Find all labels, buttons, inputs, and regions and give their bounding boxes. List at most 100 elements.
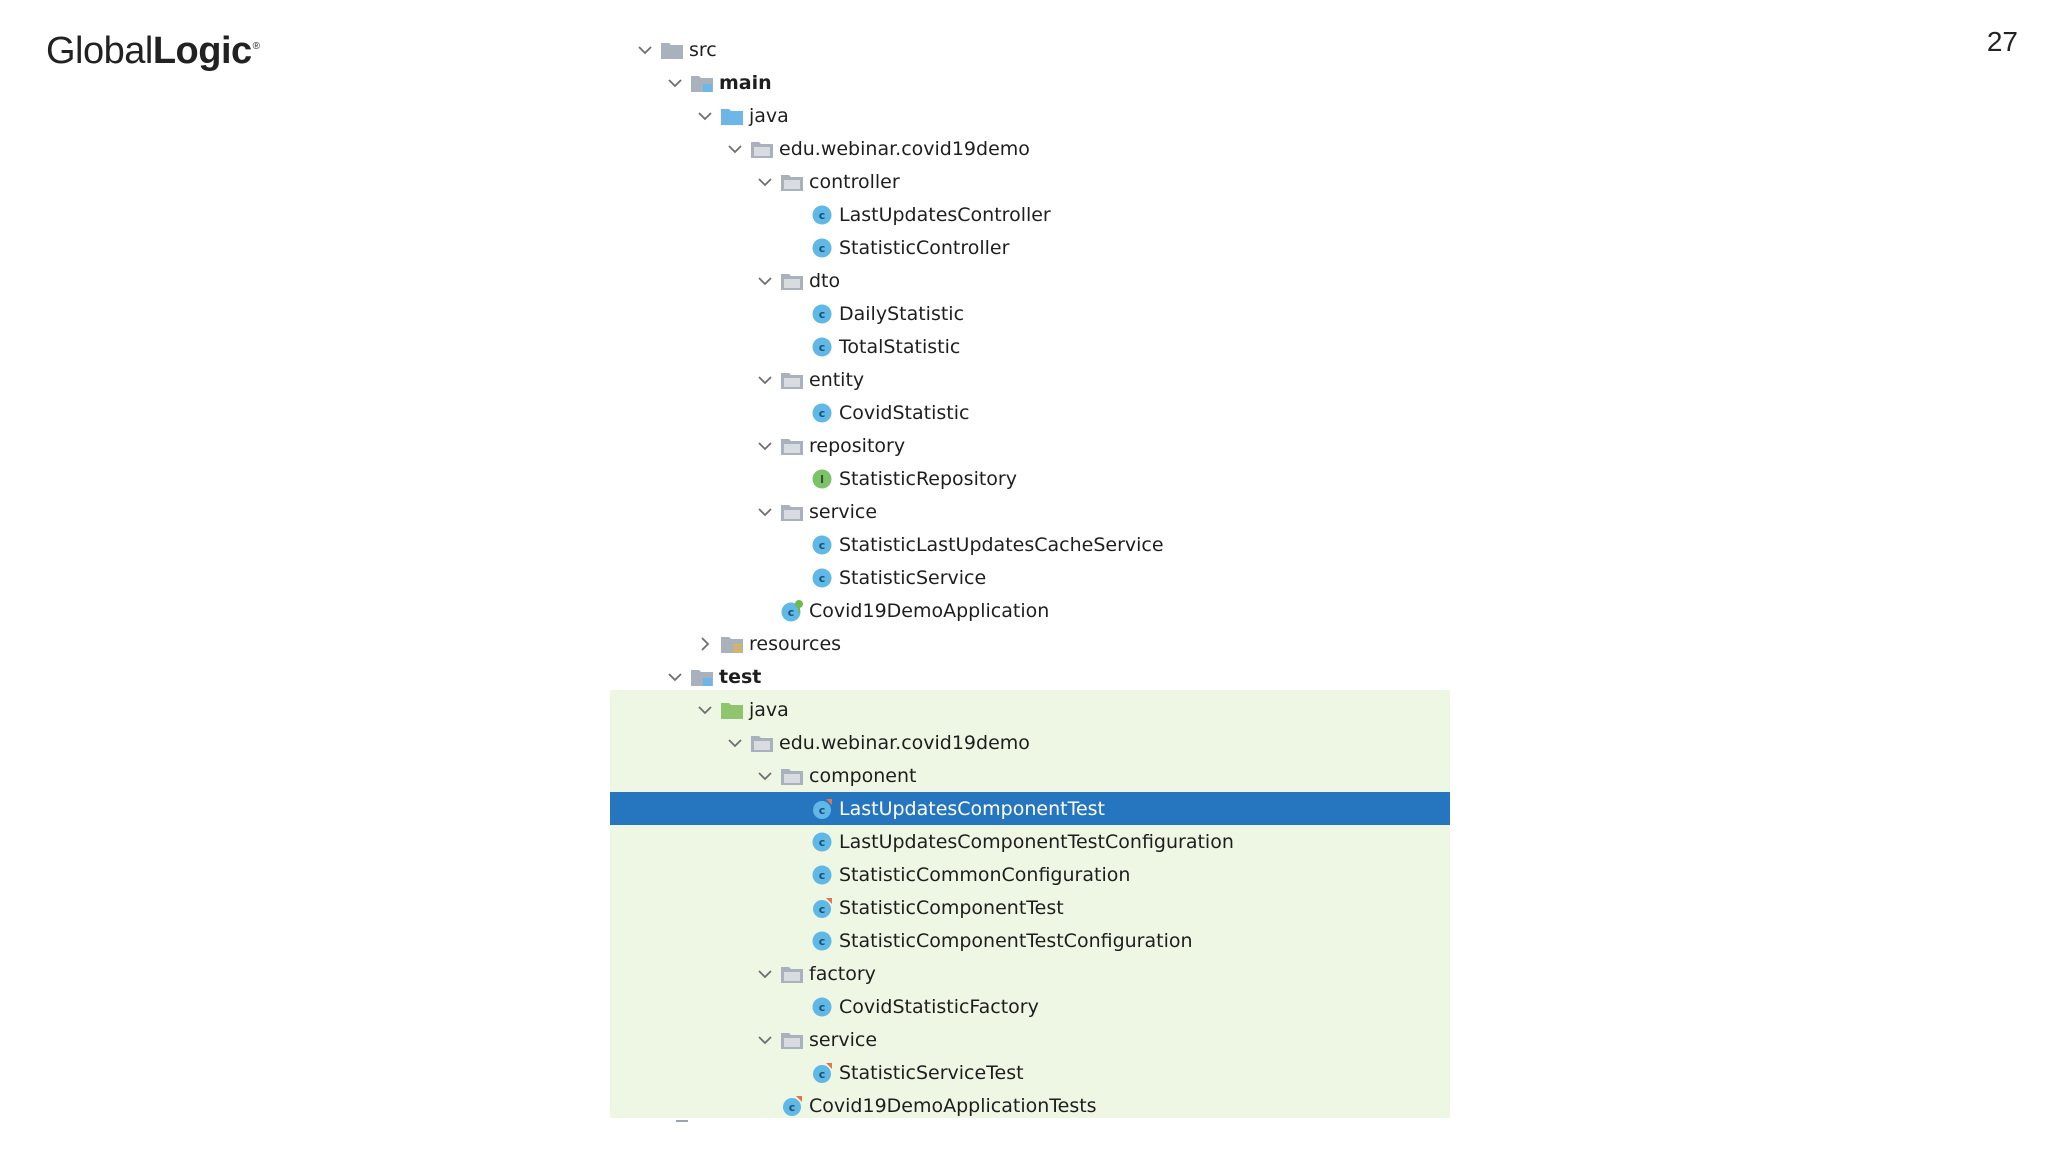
test-sources-highlight: [610, 690, 1450, 1118]
tree-node-label: StatisticLastUpdatesCacheService: [839, 533, 1164, 556]
tree-node-label: factory: [809, 962, 876, 985]
chevron-down-icon[interactable]: [750, 962, 780, 986]
tree-node-service[interactable]: service: [610, 495, 1450, 528]
svg-text:c: c: [819, 407, 826, 420]
tree-node-src[interactable]: src: [610, 33, 1450, 66]
tree-node-label: LastUpdatesComponentTestConfiguration: [839, 830, 1234, 853]
tree-node-edu-webinar-covid19demo[interactable]: edu.webinar.covid19demo: [610, 726, 1450, 759]
tree-node-label: java: [749, 104, 789, 127]
source-root-folder-icon: [690, 665, 714, 689]
package-icon: [780, 170, 804, 194]
tree-node-component[interactable]: component: [610, 759, 1450, 792]
test-folder-icon: [720, 698, 744, 722]
tree-node-label: repository: [809, 434, 906, 457]
chevron-down-icon[interactable]: [630, 38, 660, 62]
test-class-icon: c: [810, 1061, 834, 1085]
chevron-down-icon[interactable]: [660, 665, 690, 689]
svg-text:c: c: [788, 606, 795, 619]
tree-node-resources[interactable]: resources: [610, 627, 1450, 660]
tree-node-main[interactable]: main: [610, 66, 1450, 99]
class-icon: c: [810, 302, 834, 326]
svg-text:c: c: [819, 935, 826, 948]
test-class-icon: c: [810, 797, 834, 821]
svg-text:c: c: [819, 1068, 826, 1081]
spring-boot-class-icon: c: [780, 599, 804, 623]
chevron-down-icon[interactable]: [720, 137, 750, 161]
chevron-down-icon[interactable]: [690, 104, 720, 128]
chevron-down-icon[interactable]: [750, 500, 780, 524]
chevron-down-icon[interactable]: [750, 434, 780, 458]
chevron-down-icon[interactable]: [750, 269, 780, 293]
tree-node-label: edu.webinar.covid19demo: [779, 731, 1030, 754]
chevron-down-icon[interactable]: [720, 731, 750, 755]
tree-node-label: Covid19DemoApplicationTests: [809, 1094, 1097, 1117]
tree-node-entity[interactable]: entity: [610, 363, 1450, 396]
tree-node-factory[interactable]: factory: [610, 957, 1450, 990]
chevron-down-icon[interactable]: [660, 71, 690, 95]
tree-node-dto[interactable]: dto: [610, 264, 1450, 297]
chevron-down-icon[interactable]: [750, 764, 780, 788]
tree-node-label: component: [809, 764, 917, 787]
tree-scroll-remnant: [676, 1120, 688, 1122]
chevron-down-icon[interactable]: [750, 1028, 780, 1052]
resources-folder-icon: [720, 632, 744, 656]
tree-node-covid19demoapplication[interactable]: c Covid19DemoApplication: [610, 594, 1450, 627]
tree-node-statisticcommonconfiguration[interactable]: c StatisticCommonConfiguration: [610, 858, 1450, 891]
svg-text:c: c: [819, 1001, 826, 1014]
svg-text:c: c: [789, 1101, 796, 1114]
tree-node-edu-webinar-covid19demo[interactable]: edu.webinar.covid19demo: [610, 132, 1450, 165]
svg-text:c: c: [819, 572, 826, 585]
chevron-right-icon[interactable]: [690, 632, 720, 656]
logo-registered-mark: ®: [252, 41, 260, 53]
tree-node-service[interactable]: service: [610, 1023, 1450, 1056]
chevron-down-icon[interactable]: [750, 368, 780, 392]
tree-node-label: LastUpdatesController: [839, 203, 1051, 226]
tree-node-label: Covid19DemoApplication: [809, 599, 1050, 622]
tree-node-label: LastUpdatesComponentTest: [839, 797, 1106, 820]
class-icon: c: [810, 830, 834, 854]
tree-node-statisticlastupdatescacheservice[interactable]: c StatisticLastUpdatesCacheService: [610, 528, 1450, 561]
test-class-icon: c: [780, 1094, 804, 1118]
package-icon: [780, 500, 804, 524]
tree-node-label: StatisticCommonConfiguration: [839, 863, 1131, 886]
tree-node-covid19demoapplicationtests[interactable]: c Covid19DemoApplicationTests: [610, 1089, 1450, 1122]
svg-text:c: c: [819, 869, 826, 882]
logo-text-bold: Logic: [152, 30, 252, 72]
tree-node-controller[interactable]: controller: [610, 165, 1450, 198]
tree-node-java[interactable]: java: [610, 99, 1450, 132]
tree-node-label: resources: [749, 632, 842, 655]
package-icon: [780, 269, 804, 293]
tree-node-label: entity: [809, 368, 865, 391]
tree-node-test[interactable]: test: [610, 660, 1450, 693]
tree-node-label: dto: [809, 269, 841, 292]
package-icon: [780, 1028, 804, 1052]
chevron-down-icon[interactable]: [750, 170, 780, 194]
tree-node-statisticcomponenttestconfiguration[interactable]: c StatisticComponentTestConfiguration: [610, 924, 1450, 957]
tree-node-label: StatisticComponentTestConfiguration: [839, 929, 1193, 952]
tree-node-label: service: [809, 1028, 878, 1051]
source-root-folder-icon: [690, 71, 714, 95]
chevron-down-icon[interactable]: [690, 698, 720, 722]
tree-node-label: StatisticServiceTest: [839, 1061, 1024, 1084]
package-icon: [780, 962, 804, 986]
tree-node-label: java: [749, 698, 789, 721]
tree-node-java[interactable]: java: [610, 693, 1450, 726]
tree-node-repository[interactable]: repository: [610, 429, 1450, 462]
package-icon: [750, 731, 774, 755]
tree-node-statisticservicetest[interactable]: c StatisticServiceTest: [610, 1056, 1450, 1089]
package-icon: [780, 368, 804, 392]
logo-text-light: Global: [46, 30, 153, 72]
svg-text:c: c: [819, 539, 826, 552]
